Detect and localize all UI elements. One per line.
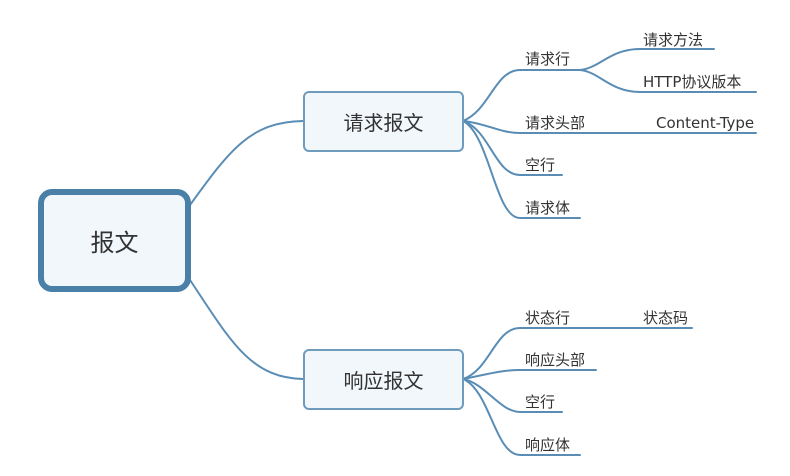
- root-node[interactable]: 报文: [38, 189, 191, 292]
- response-blank-line-topic[interactable]: 空行: [525, 393, 556, 411]
- content-type-topic[interactable]: Content-Type: [656, 114, 755, 132]
- request-blank-line-topic[interactable]: 空行: [525, 156, 556, 174]
- response-node-label: 响应报文: [343, 369, 424, 393]
- request-body-topic[interactable]: 请求体: [525, 199, 571, 217]
- connector-response-line: [462, 327, 693, 380]
- connector-request-body: [462, 120, 581, 219]
- request-node[interactable]: 请求报文: [303, 91, 464, 152]
- connector-request-line: [462, 69, 581, 122]
- connector-response-blank: [462, 378, 563, 413]
- request-node-label: 请求报文: [343, 111, 424, 135]
- connector-request-header: [462, 120, 593, 134]
- request-line-topic[interactable]: 请求行: [525, 50, 571, 68]
- connector-root-request: [189, 120, 304, 206]
- request-header-topic[interactable]: 请求头部: [525, 114, 586, 132]
- http-version-topic[interactable]: HTTP协议版本: [643, 73, 742, 91]
- connector-request-blank: [462, 120, 563, 176]
- connector-root-response: [189, 279, 304, 380]
- root-node-label: 报文: [90, 229, 139, 257]
- response-body-topic[interactable]: 响应体: [525, 436, 571, 454]
- status-code-topic[interactable]: 状态码: [643, 309, 689, 327]
- connector-response-header: [462, 369, 597, 380]
- status-line-topic[interactable]: 状态行: [525, 309, 571, 327]
- request-method-topic[interactable]: 请求方法: [643, 31, 704, 49]
- connector-response-body: [462, 378, 581, 456]
- response-header-topic[interactable]: 响应头部: [525, 351, 586, 369]
- connector-request-line-method: [579, 48, 715, 71]
- connector-request-line-version: [579, 69, 757, 93]
- response-node[interactable]: 响应报文: [303, 349, 464, 410]
